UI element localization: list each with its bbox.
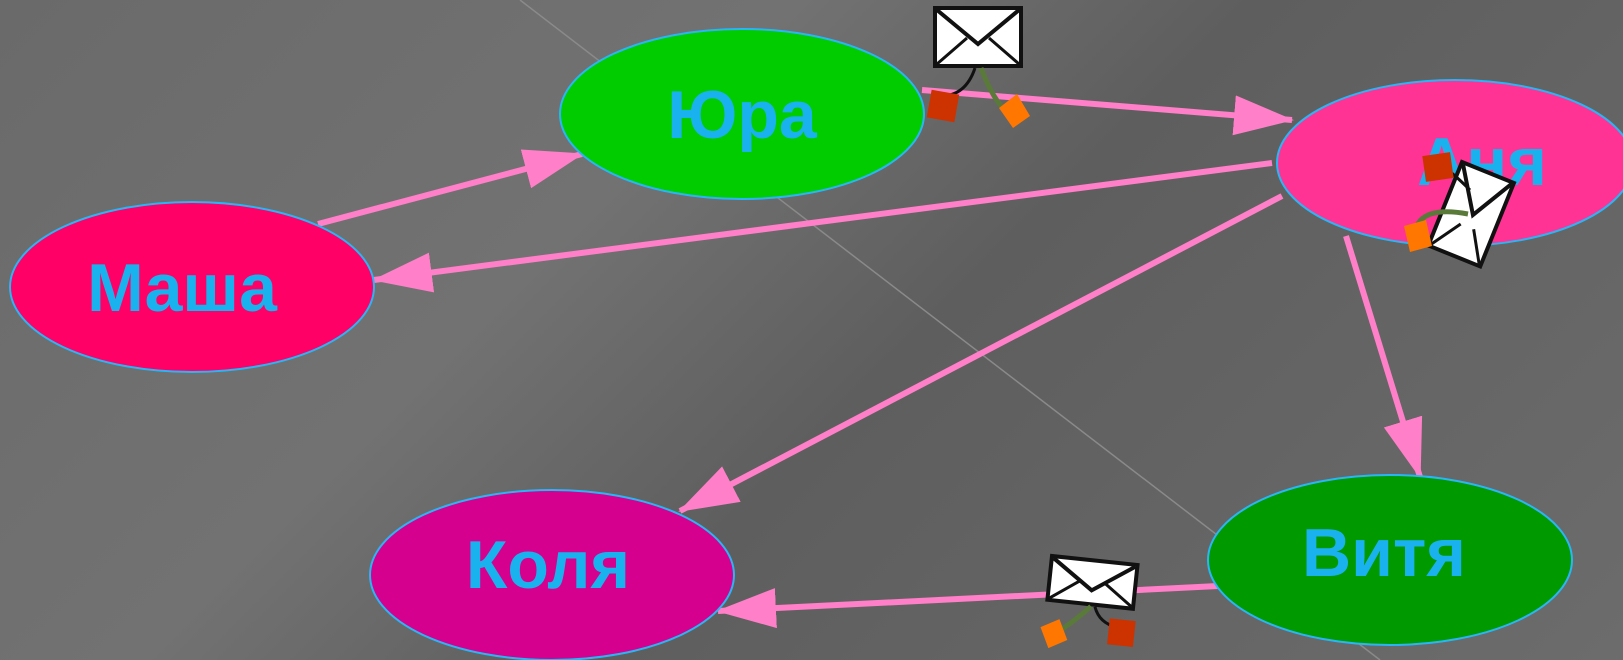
envelope-icon: [1425, 159, 1517, 270]
node-masha-label: Маша: [87, 250, 278, 326]
envelope-icon: [926, 6, 1030, 128]
edge-anya-vitya: [1343, 235, 1423, 479]
node-masha-shape: [9, 201, 375, 373]
node-vitya: Витя: [1207, 474, 1573, 646]
envelope-icon: [1040, 553, 1140, 649]
node-yura-label: Юра: [667, 77, 818, 153]
edge-vitya-kolya: [716, 583, 1219, 629]
node-kolya-label: Коля: [466, 527, 630, 603]
hands-decoration: [1404, 152, 1472, 252]
edge-anya-kolya: [678, 193, 1284, 514]
edge-masha-yura: [317, 149, 584, 227]
node-kolya-shape: [369, 489, 735, 660]
node-masha: Маша: [9, 201, 375, 373]
edge-anya-masha: [372, 160, 1273, 293]
edge-yura-anya: [921, 87, 1294, 136]
node-vitya-label: Витя: [1302, 515, 1466, 591]
node-vitya-shape: [1207, 474, 1573, 646]
node-yura: Юра: [559, 28, 925, 200]
node-yura-shape: [559, 28, 925, 200]
node-kolya: Коля: [369, 489, 735, 660]
